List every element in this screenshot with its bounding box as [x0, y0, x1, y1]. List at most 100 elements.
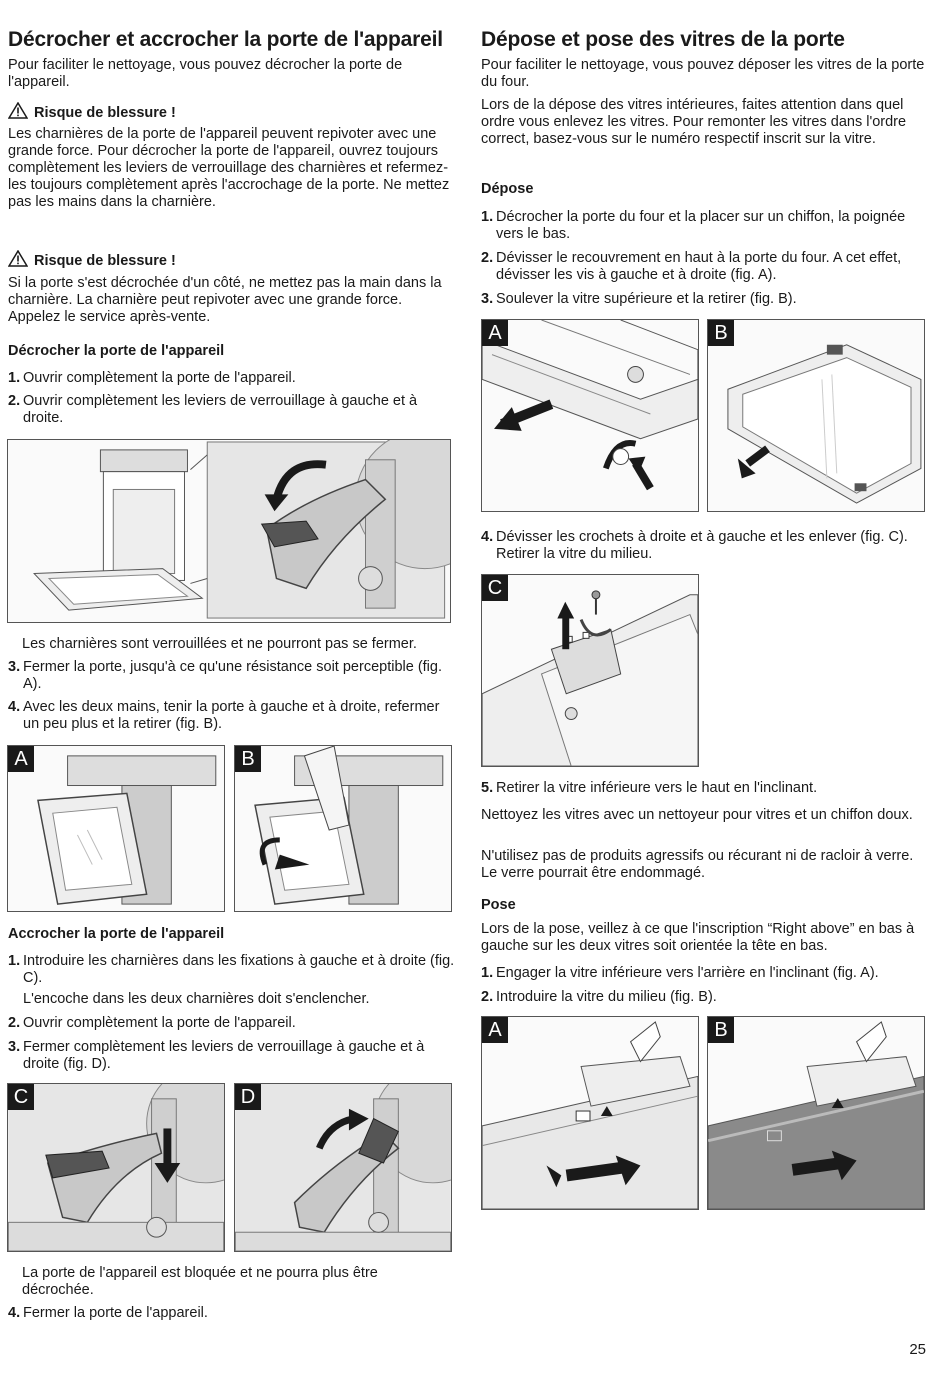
depose-heading: Dépose	[481, 181, 534, 197]
step-text: Retirer la vitre inférieure vers le haut…	[496, 780, 818, 796]
figure-install-a: A	[481, 1016, 699, 1210]
step-number: 2.	[8, 393, 21, 409]
remove-steps-2: 3.Fermer la porte, jusqu'à ce qu'une rés…	[8, 659, 456, 733]
step-number: 1.	[8, 953, 21, 969]
step-text: Dévisser les crochets à droite et à gauc…	[496, 529, 908, 562]
warning-2-text: Si la porte s'est décrochée d'un côté, n…	[8, 275, 442, 325]
step-number: 4.	[481, 529, 494, 545]
step-text: Soulever la vitre supérieure et la retir…	[496, 291, 797, 307]
list-item: 2.Ouvrir complètement la porte de l'appa…	[8, 1015, 456, 1032]
remove-note: Les charnières sont verrouillées et ne p…	[22, 636, 417, 652]
figure-label: D	[235, 1084, 261, 1110]
figure-install-b: B	[707, 1016, 925, 1210]
step-number: 1.	[481, 965, 494, 981]
remove-steps: 1.Ouvrir complètement la porte de l'appa…	[8, 370, 456, 427]
warning-icon	[7, 101, 29, 123]
right-title: Dépose et pose des vitres de la porte	[481, 28, 845, 51]
step-number: 1.	[8, 370, 21, 386]
list-item: 1.Décrocher la porte du four et la place…	[481, 209, 926, 243]
hinge-insert-illustration	[8, 1084, 224, 1251]
list-item: 4.Avec les deux mains, tenir la porte à …	[8, 699, 456, 733]
step-text: Ouvrir complètement les leviers de verro…	[23, 393, 418, 426]
step-text: Fermer la porte, jusqu'à ce qu'une résis…	[23, 659, 442, 692]
step-text: Ouvrir complètement la porte de l'appare…	[23, 370, 296, 386]
step-number: 3.	[8, 1039, 21, 1055]
step-number: 2.	[481, 250, 494, 266]
figure-glass-c: C	[481, 574, 699, 767]
attach-note: La porte de l'appareil est bloquée et ne…	[22, 1265, 378, 1298]
list-item: 1.Engager la vitre inférieure vers l'arr…	[481, 965, 926, 982]
step-text: Fermer la porte de l'appareil.	[23, 1305, 208, 1321]
left-intro: Pour faciliter le nettoyage, vous pouvez…	[8, 57, 403, 90]
step-number: 1.	[481, 209, 494, 225]
figure-label: C	[482, 575, 508, 601]
step-text: Ouvrir complètement la porte de l'appare…	[23, 1015, 296, 1031]
middle-glass-insert-illustration	[708, 1021, 924, 1209]
attach-door-heading: Accrocher la porte de l'appareil	[8, 926, 225, 942]
remove-door-heading: Décrocher la porte de l'appareil	[8, 343, 225, 359]
figure-hinge-d: D	[234, 1083, 452, 1252]
warning-2-label: Risque de blessure !	[34, 252, 176, 269]
list-item: 4.Fermer la porte de l'appareil.	[8, 1305, 456, 1322]
step-text: Décrocher la porte du four et la placer …	[496, 209, 906, 242]
figure-door-b: B	[234, 745, 452, 912]
right-intro-1: Pour faciliter le nettoyage, vous pouvez…	[481, 57, 925, 90]
figure-label: A	[482, 320, 508, 346]
step-text: Introduire les charnières dans les fixat…	[23, 953, 455, 986]
figure-glass-b: B	[707, 319, 925, 512]
step-text: Fermer complètement les leviers de verro…	[23, 1039, 425, 1072]
step-number: 3.	[8, 659, 21, 675]
list-item: 3.Fermer la porte, jusqu'à ce qu'une rés…	[8, 659, 456, 693]
pose-intro: Lors de la pose, veillez à ce que l'insc…	[481, 921, 915, 954]
warning-2-title: Risque de blessure !	[7, 249, 176, 271]
step-text: Dévisser le recouvrement en haut à la po…	[496, 250, 902, 283]
list-item: 2.Introduire la vitre du milieu (fig. B)…	[481, 989, 926, 1006]
step-text: Avec les deux mains, tenir la porte à ga…	[23, 699, 440, 732]
list-item: 2.Dévisser le recouvrement en haut à la …	[481, 250, 926, 284]
step-number: 4.	[8, 1305, 21, 1321]
figure-label: A	[8, 746, 34, 772]
list-item: 3.Fermer complètement les leviers de ver…	[8, 1039, 456, 1073]
warning-1-text: Les charnières de la porte de l'appareil…	[8, 126, 450, 210]
list-item: 4.Dévisser les crochets à droite et à ga…	[481, 529, 926, 563]
hinge-lock-illustration	[235, 1084, 451, 1251]
top-glass-illustration	[727, 344, 922, 504]
warning-1-label: Risque de blessure !	[34, 104, 176, 121]
list-item: 1.Introduire les charnières dans les fix…	[8, 953, 456, 987]
step-number: 5.	[481, 780, 494, 796]
warning-icon	[7, 249, 29, 271]
warning-1-title: Risque de blessure !	[7, 101, 176, 123]
left-title: Décrocher et accrocher la porte de l'app…	[8, 28, 443, 51]
attach-step1-note: L'encoche dans les deux charnières doit …	[23, 991, 370, 1007]
list-item: 1.Ouvrir complètement la porte de l'appa…	[8, 370, 456, 387]
right-intro-2: Lors de la dépose des vitres intérieures…	[481, 97, 907, 147]
step-number: 4.	[8, 699, 21, 715]
figure-door-a: A	[7, 745, 225, 912]
clean-note-1: Nettoyez les vitres avec un nettoyeur po…	[481, 807, 913, 823]
page-number: 25	[909, 1341, 926, 1358]
clean-note-2: N'utilisez pas de produits agressifs ou …	[481, 848, 914, 881]
figure-label: B	[708, 1017, 734, 1043]
figure-glass-a: A	[481, 319, 699, 512]
figure-hinge-c: C	[7, 1083, 225, 1252]
door-removal-illustration	[254, 746, 444, 905]
figure-hinge-open	[7, 439, 451, 623]
hooks-unscrew-illustration	[482, 590, 698, 766]
oven-hinge-illustration	[33, 440, 450, 619]
step-text: Introduire la vitre du milieu (fig. B).	[496, 989, 717, 1005]
lower-glass-insert-illustration	[482, 1021, 698, 1209]
step-number: 2.	[8, 1015, 21, 1031]
figure-label: B	[708, 320, 734, 346]
list-item: 3.Soulever la vitre supérieure et la ret…	[481, 291, 926, 308]
figure-label: B	[235, 746, 261, 772]
step-number: 3.	[481, 291, 494, 307]
door-closing-illustration	[37, 755, 217, 905]
depose-steps: 1.Décrocher la porte du four et la place…	[481, 209, 926, 308]
list-item: 2.Ouvrir complètement les leviers de ver…	[8, 393, 456, 427]
step-number: 2.	[481, 989, 494, 1005]
cover-unscrew-illustration	[482, 320, 698, 491]
pose-steps: 1.Engager la vitre inférieure vers l'arr…	[481, 965, 926, 1006]
figure-label: A	[482, 1017, 508, 1043]
attach-steps: 1.Introduire les charnières dans les fix…	[8, 953, 456, 1073]
list-item: 5.Retirer la vitre inférieure vers le ha…	[481, 780, 926, 797]
